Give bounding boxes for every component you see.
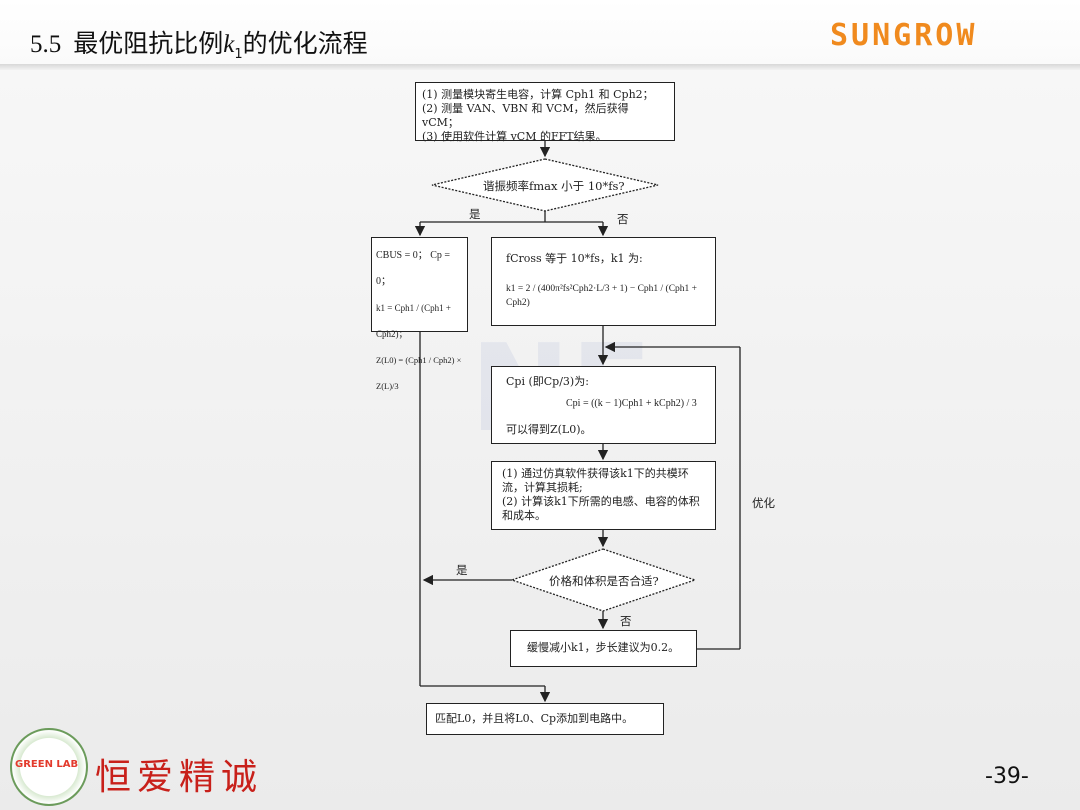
header-divider <box>0 64 1080 70</box>
page-number: -39- <box>985 764 1029 789</box>
optimize-loop-label: 优化 <box>752 496 775 510</box>
title-subscript: 1 <box>234 47 243 62</box>
reduce-k1-box: 缓慢减小k1，步长建议为0.2。 <box>510 630 697 667</box>
cpi-result-text: 可以得到Z(L0)。 <box>506 423 592 436</box>
crossover-text: fCross 等于 10*fs，k1 为: <box>506 252 643 265</box>
formula-line: CBUS = 0； Cp = 0； <box>376 250 451 287</box>
seal-text: GREEN LAB <box>15 759 79 770</box>
crossover-formula: k1 = 2 / (400π²fs²Cph2·L/3 + 1) − Cph1 /… <box>506 284 698 308</box>
measure-step-box: (1) 测量模块寄生电容，计算 Cph1 和 Cph2； (2) 测量 VAN、… <box>415 82 675 143</box>
decision2-yes-label: 是 <box>456 563 468 577</box>
decision1-no-label: 否 <box>617 212 629 226</box>
decision-resonance-label: 谐振频率fmax 小于 10*fs? <box>483 179 625 193</box>
formula-line: k1 = Cph1 / (Cph1 + Cph2)； <box>376 303 451 339</box>
cpi-text: Cpi (即Cp/3)为: <box>506 375 589 388</box>
reduce-k1-text: 缓慢减小k1，步长建议为0.2。 <box>527 641 680 654</box>
simulation-step-box: (1) 通过仿真软件获得该k1下的共模环流，计算其损耗; (2) 计算该k1下所… <box>491 461 716 530</box>
sungrow-logo: SUNGROW <box>830 18 978 53</box>
cpi-formula-box: Cpi (即Cp/3)为: Cpi = ((k − 1)Cph1 + kCph2… <box>491 366 716 444</box>
final-step-text: 匹配L0，并且将L0、Cp添加到电路中。 <box>435 712 634 725</box>
title-text-before: 最优阻抗比例 <box>73 29 224 58</box>
decision1-yes-label: 是 <box>469 207 481 221</box>
section-number: 5.5 <box>30 31 62 58</box>
calligraphy-motto: 恒爱精诚 <box>95 757 264 798</box>
crossover-formula-box: fCross 等于 10*fs，k1 为: k1 = 2 / (400π²fs²… <box>491 237 716 326</box>
green-lab-seal: GREEN LAB <box>10 728 88 806</box>
left-formula-box: CBUS = 0； Cp = 0； k1 = Cph1 / (Cph1 + Cp… <box>371 237 468 391</box>
cpi-formula: Cpi = ((k − 1)Cph1 + kCph2) / 3 <box>566 398 697 409</box>
title-variable: k <box>223 31 235 58</box>
simulation-step-line: (1) 通过仿真软件获得该k1下的共模环流，计算其损耗; <box>502 467 689 494</box>
decision2-no-label: 否 <box>620 614 632 628</box>
measure-step-line: (1) 测量模块寄生电容，计算 Cph1 和 Cph2； <box>422 88 654 101</box>
measure-step-line: (3) 使用软件计算 vCM 的FFT结果。 <box>422 130 607 143</box>
simulation-step-line: (2) 计算该k1下所需的电感、电容的体积和成本。 <box>502 495 700 522</box>
measure-step-line: (2) 测量 VAN、VBN 和 VCM，然后获得 vCM； <box>422 102 629 129</box>
title-text-after: 的优化流程 <box>242 29 368 58</box>
header-bar <box>0 0 1080 66</box>
final-step-box: 匹配L0，并且将L0、Cp添加到电路中。 <box>426 703 664 735</box>
formula-line: Z(L0) = (Cph1 / Cph2) × Z(L)/3 <box>376 355 462 391</box>
decision-cost-label: 价格和体积是否合适? <box>549 574 659 588</box>
slide-title: 5.5 最优阻抗比例k1的优化流程 <box>30 24 368 62</box>
